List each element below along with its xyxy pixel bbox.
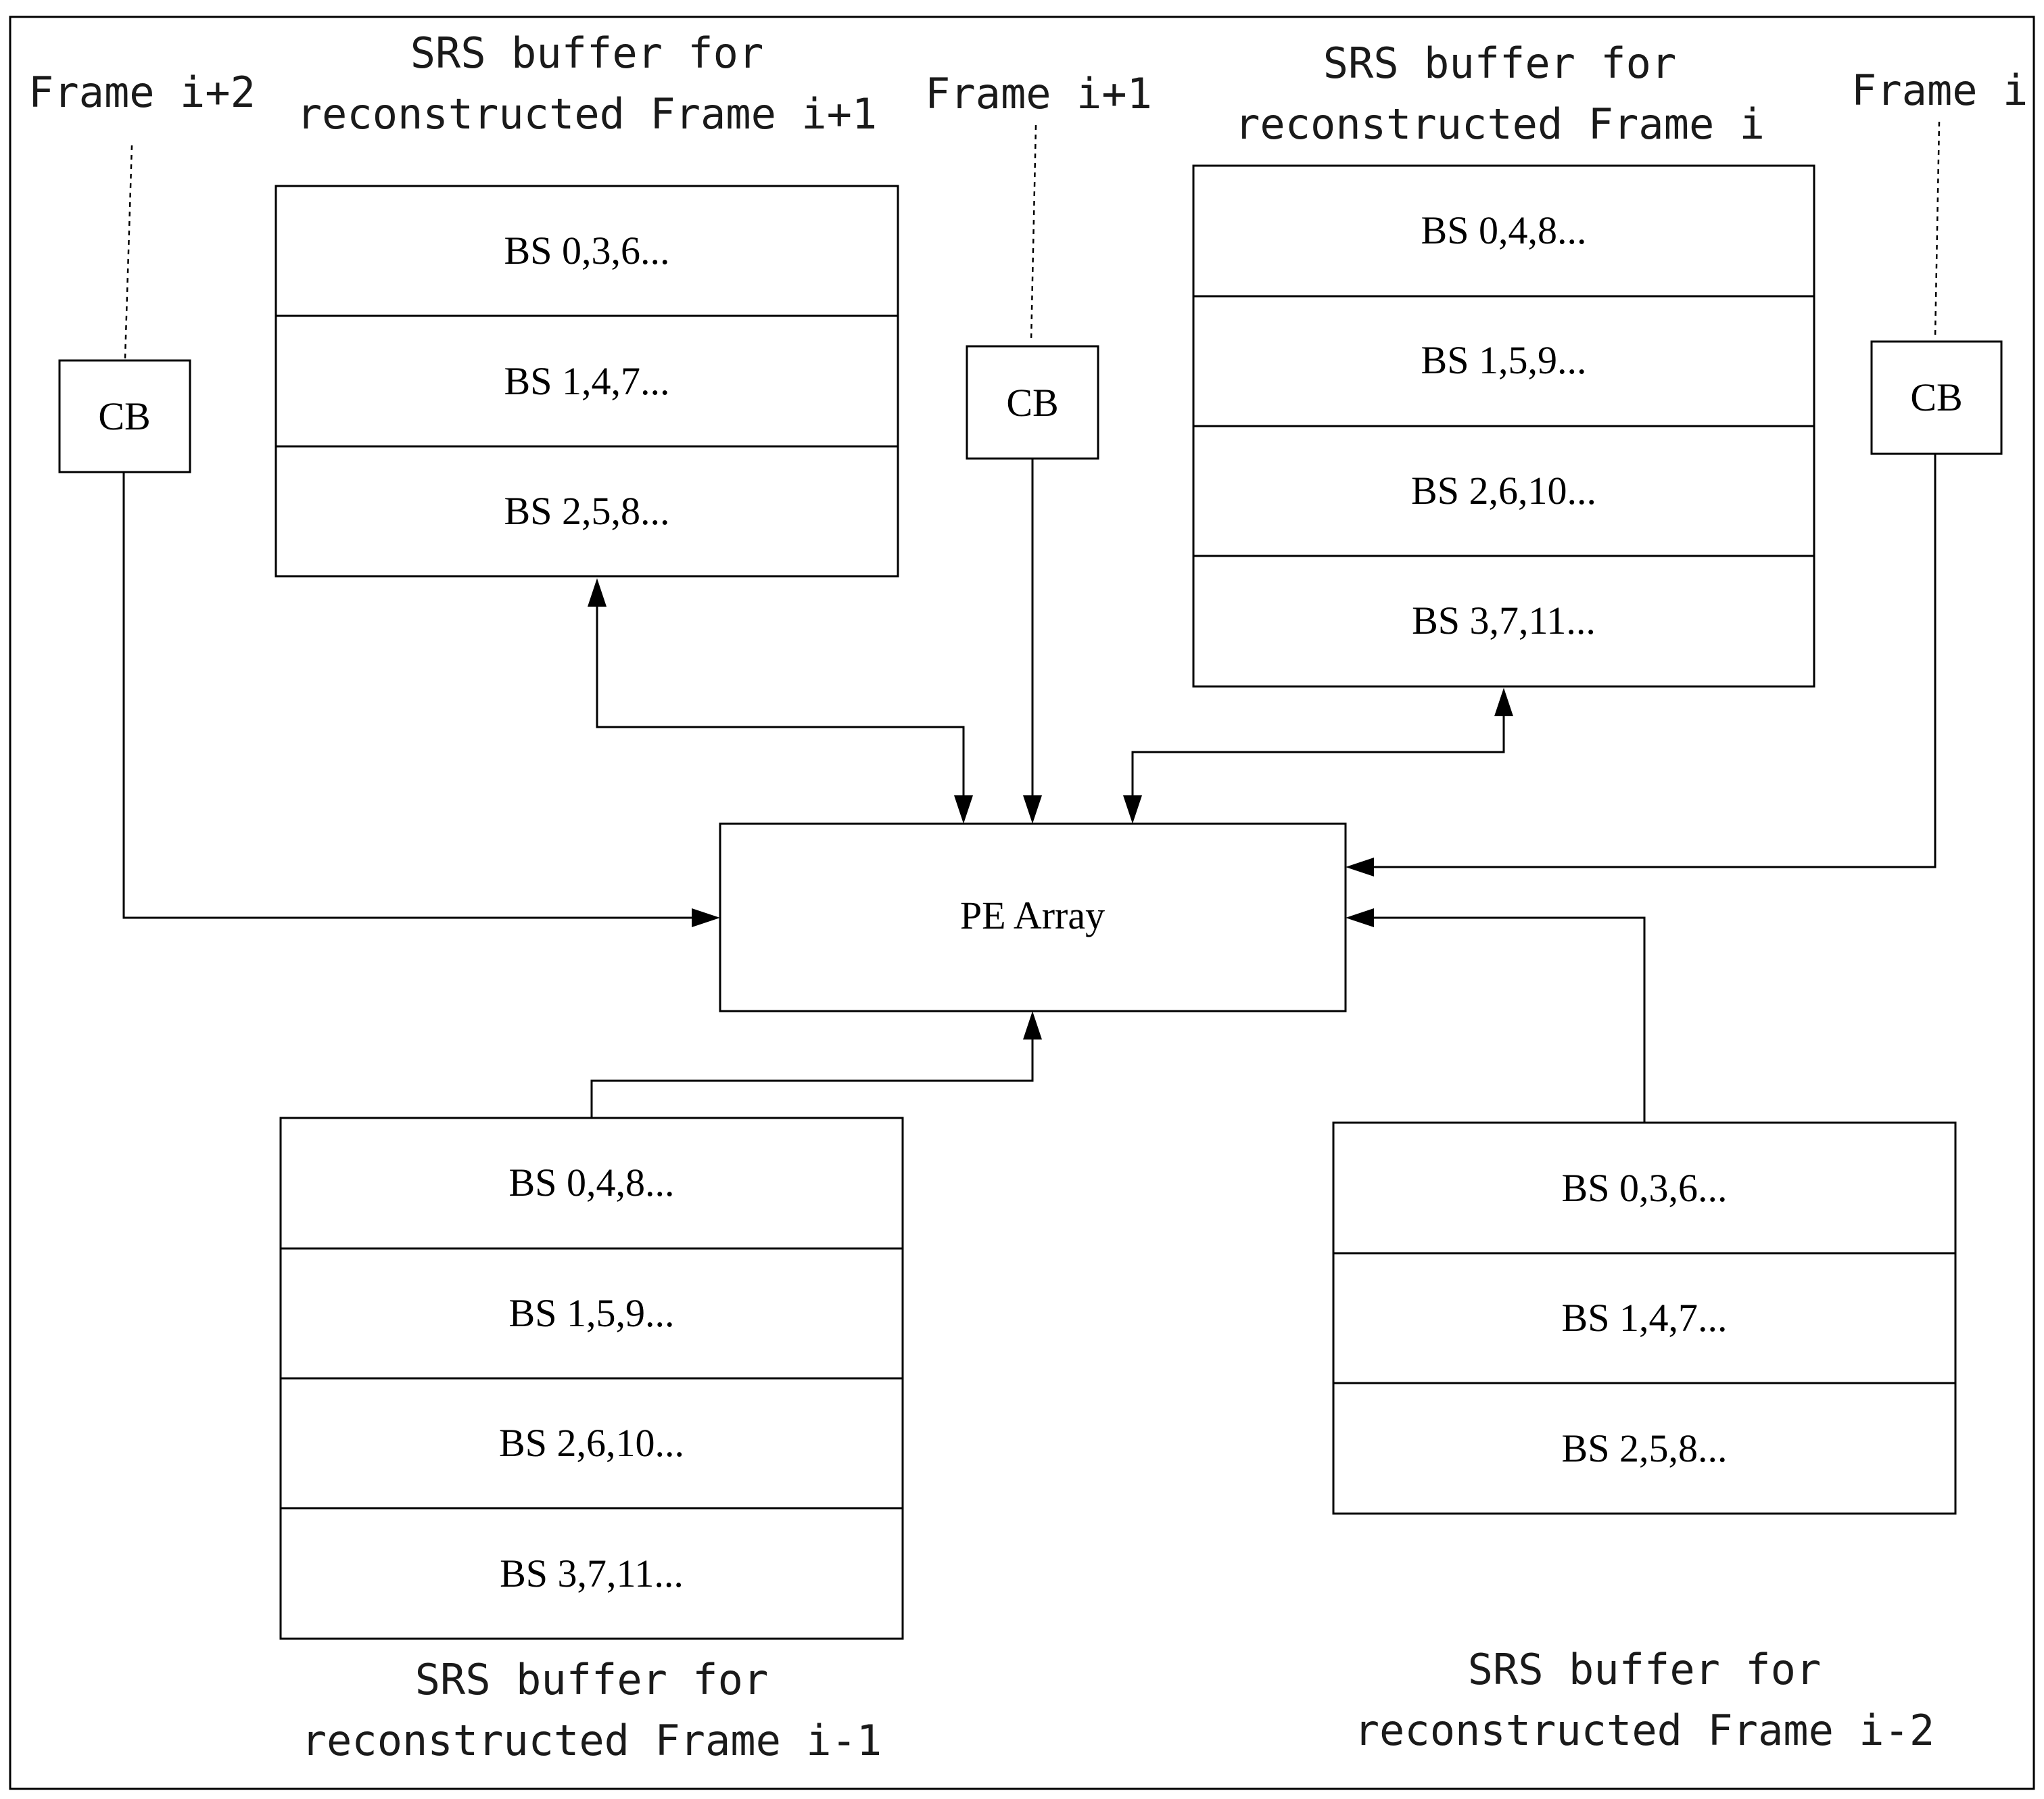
frame-i-dashed-leader: [1934, 121, 1941, 339]
buffer-i-minus1-row-1: BS 1,5,9...: [509, 1291, 675, 1335]
buffer-i1-title-line1: SRS buffer for: [410, 28, 764, 78]
cb-box-frame-i-label: CB: [1910, 375, 1962, 419]
buffer-i-row-1: BS 1,5,9...: [1421, 338, 1587, 382]
buffer-i-minus1-title-line2: reconstructed Frame i-1: [302, 1716, 882, 1765]
buffer-i-minus1-row-3: BS 3,7,11...: [500, 1551, 684, 1595]
buffer-i-minus2-row-1: BS 1,4,7...: [1562, 1296, 1728, 1340]
buffer-i-minus1-title-line1: SRS buffer for: [415, 1655, 769, 1704]
buffer-i-minus2-title-line1: SRS buffer for: [1468, 1645, 1822, 1694]
buffer-i-minus2-title-line2: reconstructed Frame i-2: [1354, 1706, 1935, 1755]
cb-box-frame-i1: CB: [966, 345, 1099, 460]
cb-box-frame-i1-label: CB: [1006, 381, 1058, 425]
cb-box-frame-i2-label: CB: [98, 394, 150, 438]
connector-buffer-i-minus2-to-pe: [1346, 908, 1646, 1123]
buffer-i-row-0: BS 0,4,8...: [1421, 208, 1587, 252]
connector-cb-i-to-pe: [1346, 454, 1936, 877]
buffer-i-minus1-row-0: BS 0,4,8...: [509, 1161, 675, 1205]
connector-cb-i2-to-pe: [122, 472, 720, 927]
buffer-i-minus2-row-0: BS 0,3,6...: [1562, 1166, 1728, 1210]
buffer-i-minus2-row-2: BS 2,5,8...: [1562, 1426, 1728, 1470]
srs-buffer-frame-i-minus1: BS 0,4,8... BS 1,5,9... BS 2,6,10... BS …: [279, 1117, 904, 1640]
buffer-i-title-line2: reconstructed Frame i: [1235, 99, 1765, 149]
frame-i2-dashed-leader: [124, 145, 133, 359]
buffer-i1-title-line2: reconstructed Frame i+1: [297, 89, 878, 139]
buffer-i1-row-0: BS 0,3,6...: [504, 229, 670, 273]
connector-cb-i1-to-pe: [1023, 459, 1042, 824]
frame-i-label: Frame i: [1851, 66, 2028, 115]
connector-buffer-i-pe: [1123, 688, 1513, 824]
buffer-i-row-2: BS 2,6,10...: [1411, 469, 1596, 513]
cb-box-frame-i2: CB: [58, 359, 191, 473]
connector-buffer-i1-pe: [588, 578, 973, 824]
buffer-i-row-3: BS 3,7,11...: [1412, 599, 1596, 642]
outer-border: [9, 16, 2035, 1790]
buffer-i-minus1-row-2: BS 2,6,10...: [499, 1421, 684, 1465]
frame-i2-label: Frame i+2: [28, 68, 256, 117]
srs-buffer-frame-i-minus2: BS 0,3,6... BS 1,4,7... BS 2,5,8...: [1332, 1121, 1957, 1515]
connector-buffer-i-minus1-to-pe: [590, 1011, 1042, 1118]
buffer-i1-row-1: BS 1,4,7...: [504, 359, 670, 403]
srs-buffer-frame-i1: BS 0,3,6... BS 1,4,7... BS 2,5,8...: [275, 185, 899, 578]
srs-buffer-frame-i: BS 0,4,8... BS 1,5,9... BS 2,6,10... BS …: [1192, 164, 1815, 688]
buffer-i-title-line1: SRS buffer for: [1323, 39, 1677, 88]
pe-array-box: PE Array: [719, 822, 1347, 1012]
pe-array-label: PE Array: [960, 893, 1105, 937]
frame-i1-label: Frame i+1: [925, 69, 1152, 118]
cb-box-frame-i: CB: [1870, 340, 2003, 455]
buffer-i1-row-2: BS 2,5,8...: [504, 489, 670, 533]
frame-i1-dashed-leader: [1030, 124, 1037, 342]
